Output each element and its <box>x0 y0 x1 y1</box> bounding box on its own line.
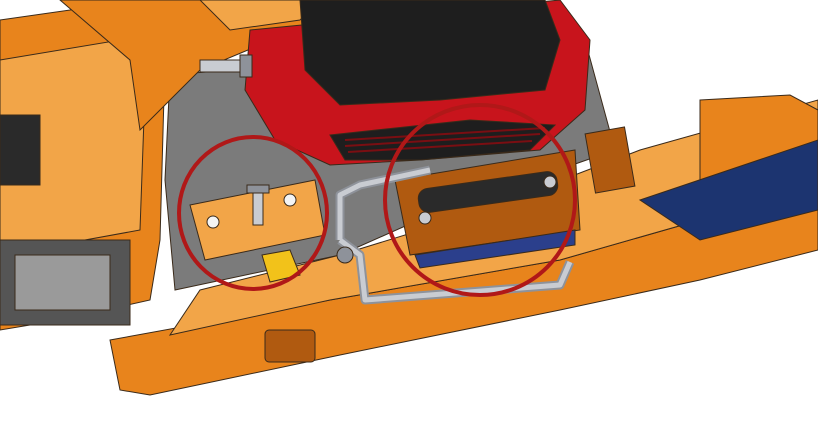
pin-bracket-hole-left <box>206 215 220 229</box>
pin-bracket-pin <box>252 189 264 226</box>
hinge-plate <box>584 126 636 194</box>
left-dark-block <box>0 114 41 186</box>
steel-pipe-inner <box>337 167 573 303</box>
pin-bracket-hole-right <box>283 193 297 207</box>
pin-bracket-pin-head <box>246 184 270 194</box>
pin-bracket-label <box>261 249 301 283</box>
motor-grille-slots <box>344 127 546 153</box>
motor-cover <box>299 0 561 106</box>
roller-bolt-left <box>418 211 432 225</box>
roller-mesh <box>414 229 576 269</box>
top-arm-highlight <box>199 0 321 31</box>
motor-bolt <box>199 59 246 73</box>
left-gray-panel <box>14 254 111 311</box>
pipe-fitting <box>336 246 354 264</box>
motor-bolt-head <box>239 54 253 78</box>
callout-circle-pin-bracket <box>177 135 329 291</box>
callout-circle-roller-slot <box>383 103 577 297</box>
roller-bar <box>417 171 559 213</box>
roller-bolt-right <box>543 175 557 189</box>
beam-tab <box>264 329 316 363</box>
conveyor-belt <box>638 139 818 241</box>
